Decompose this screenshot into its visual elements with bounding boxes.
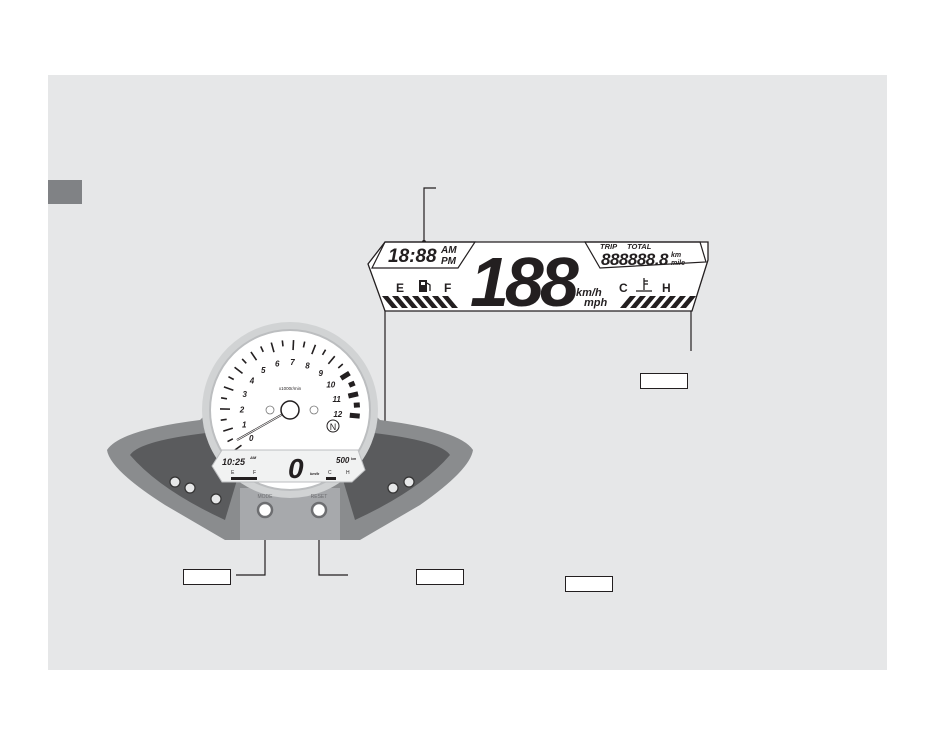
tach-tick xyxy=(270,342,275,353)
tach-tick xyxy=(292,340,295,351)
mode-label: MODE xyxy=(258,494,274,500)
tach-tick xyxy=(348,380,356,388)
reset-button[interactable] xyxy=(310,501,328,519)
label-box-note xyxy=(565,576,613,592)
coolant-temperature-icon xyxy=(636,278,652,292)
tach-tick xyxy=(223,427,234,432)
mode-button[interactable] xyxy=(256,501,274,519)
tach-tick xyxy=(281,340,284,347)
label-box-reset xyxy=(416,569,464,585)
small-lcd-e: E xyxy=(231,470,235,476)
tach-tick xyxy=(347,391,359,399)
tach-tick xyxy=(228,375,235,381)
temp-bar xyxy=(620,296,636,308)
tach-tick xyxy=(321,349,327,356)
fuel-bar xyxy=(382,296,398,308)
tach-tick xyxy=(337,363,344,369)
tach-number: 7 xyxy=(290,358,295,367)
small-lcd-f: F xyxy=(253,470,256,476)
small-lcd-clock: 10:25 xyxy=(222,457,246,467)
lcd-temp-c: C xyxy=(619,281,628,295)
tach-tick xyxy=(327,355,336,365)
lcd-odo-km: km xyxy=(671,252,681,259)
small-lcd-odo-unit: km xyxy=(351,457,356,461)
neutral-indicator: N xyxy=(330,422,337,432)
lcd-fuel-e: E xyxy=(396,281,404,295)
tach-number: 5 xyxy=(261,366,266,375)
temp-bar xyxy=(680,296,696,308)
tach-tick xyxy=(349,412,360,419)
lcd-clock: 18:88 xyxy=(388,246,437,267)
high-beam-icon xyxy=(184,482,196,494)
tach-tick xyxy=(223,386,234,391)
tach-tick xyxy=(302,341,306,348)
fuel-bar xyxy=(432,296,448,308)
small-lcd-c: C xyxy=(328,470,332,476)
fuel-gauge-bars xyxy=(382,296,458,308)
small-lcd-speed-unit: km/h xyxy=(310,471,320,476)
tach-number: 8 xyxy=(305,361,310,370)
turn-left-indicator-icon xyxy=(169,476,181,488)
lcd-detail: 18:88 AM PM 188 km/h mph TRIP TOTAL 8888… xyxy=(367,241,709,321)
tach-number: 3 xyxy=(242,390,247,399)
lcd-am: AM xyxy=(440,245,457,256)
tach-tick xyxy=(241,358,247,364)
fuel-bar xyxy=(402,296,418,308)
fuel-bar xyxy=(442,296,458,308)
temp-bar xyxy=(670,296,686,308)
tach-tick xyxy=(339,370,351,381)
tach-number: 6 xyxy=(275,360,280,369)
small-lcd-h: H xyxy=(346,470,350,476)
lcd-fuel-f: F xyxy=(444,281,451,295)
lcd-total: TOTAL xyxy=(627,242,652,251)
tach-number: 2 xyxy=(239,405,245,414)
temp-bar xyxy=(660,296,676,308)
temp-bar xyxy=(640,296,656,308)
tach-tick xyxy=(260,346,264,353)
lcd-temp-h: H xyxy=(662,281,671,295)
lcd-odo-mile: mile xyxy=(671,260,685,267)
tach-tick xyxy=(250,351,258,361)
tach-number: 0 xyxy=(249,434,254,443)
small-lcd-am: AM xyxy=(249,455,257,460)
tach-number: 1 xyxy=(242,421,247,430)
fuel-bar xyxy=(392,296,408,308)
small-lcd-speed: 0 xyxy=(288,453,304,484)
fuel-bar xyxy=(412,296,428,308)
lcd-pm: PM xyxy=(441,256,457,267)
section-tab xyxy=(48,180,82,204)
temp-bar xyxy=(630,296,646,308)
temp-bar xyxy=(650,296,666,308)
tach-tick xyxy=(234,366,243,374)
label-box-odometer xyxy=(640,373,688,389)
tach-tick xyxy=(220,418,227,421)
lcd-speed: 188 xyxy=(470,243,579,321)
headlight-icon xyxy=(387,482,399,494)
small-lcd-odo: 500 xyxy=(336,456,350,465)
lcd-speed-unit-km: km/h xyxy=(576,287,602,299)
tach-number: 12 xyxy=(333,410,342,419)
tach-number: 4 xyxy=(249,377,255,386)
temperature-gauge-bars xyxy=(620,296,696,308)
tach-unit: x1000r/min xyxy=(279,386,302,391)
lcd-trip: TRIP xyxy=(600,242,618,251)
label-box-mode xyxy=(183,569,231,585)
tach-number: 9 xyxy=(318,369,323,378)
tach-tick xyxy=(311,344,317,355)
tach-number: 11 xyxy=(333,395,342,404)
fuel-bar xyxy=(422,296,438,308)
tach-tick xyxy=(227,438,234,443)
lcd-speed-unit-mph: mph xyxy=(584,297,608,309)
tach-tick xyxy=(220,397,228,400)
tach-number: 10 xyxy=(326,381,335,390)
turn-right-indicator-icon xyxy=(403,476,415,488)
fuel-pump-icon xyxy=(419,280,431,292)
reset-label: RESET xyxy=(311,494,328,500)
lcd-odometer: 888888.8 xyxy=(601,250,669,269)
oil-pressure-icon xyxy=(210,493,222,505)
